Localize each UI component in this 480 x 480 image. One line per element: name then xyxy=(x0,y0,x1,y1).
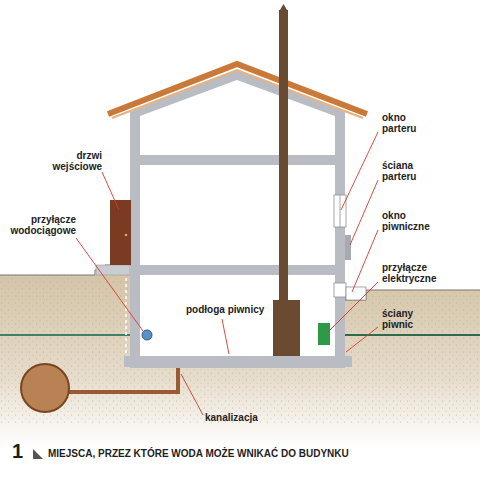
water-meter xyxy=(142,330,152,340)
leader-line xyxy=(352,230,378,292)
part-label: ściany piwnic xyxy=(382,308,434,330)
leader-lines xyxy=(76,132,378,415)
ground-line xyxy=(0,265,130,275)
leader-line xyxy=(222,319,229,354)
leader-line xyxy=(346,327,378,352)
part-label: kanalizacja xyxy=(205,412,285,423)
drainage-line xyxy=(125,278,127,368)
house-interior xyxy=(140,80,335,356)
figure-caption: MIEJSCA, PRZEZ KTÓRE WODA MOŻE WNIKAĆ DO… xyxy=(48,448,349,459)
electric-box xyxy=(318,323,330,345)
leader-line xyxy=(341,132,378,210)
ground-floor-wall xyxy=(345,235,351,260)
part-label: podłoga piwnicy xyxy=(186,304,272,315)
water-pipe xyxy=(0,334,142,336)
window-frame xyxy=(340,195,341,227)
ground-floor-slab xyxy=(130,265,345,275)
caption-marker xyxy=(33,449,43,459)
roof-edge xyxy=(112,70,363,118)
leader-line xyxy=(350,180,378,245)
figure-number: 1 xyxy=(12,441,32,461)
part-label: ściana parteru xyxy=(382,160,436,182)
basement-floor xyxy=(124,356,352,367)
chimney-cap xyxy=(280,4,287,10)
basement-window xyxy=(334,283,346,297)
part-label: przyłącze wodociągowe xyxy=(2,214,76,236)
part-label: okno parteru xyxy=(382,112,432,134)
ground-floor-window xyxy=(334,195,346,227)
light-well xyxy=(346,287,366,300)
attic-slab xyxy=(130,155,345,165)
leader-line xyxy=(102,172,119,210)
entrance-door xyxy=(110,200,131,265)
part-label: drzwi wejściowe xyxy=(40,150,102,172)
leader-line xyxy=(328,282,378,332)
part-label: przyłącze elektryczne xyxy=(382,262,454,284)
part-label: okno piwniczne xyxy=(382,210,444,232)
chimney xyxy=(279,10,288,302)
roof xyxy=(108,64,367,114)
leader-line xyxy=(181,374,203,415)
door-handle xyxy=(125,234,128,237)
electric-cable xyxy=(345,334,480,336)
sewer-main xyxy=(21,364,69,412)
house-walls xyxy=(130,70,345,368)
leader-line xyxy=(76,238,143,331)
boiler xyxy=(273,300,300,356)
